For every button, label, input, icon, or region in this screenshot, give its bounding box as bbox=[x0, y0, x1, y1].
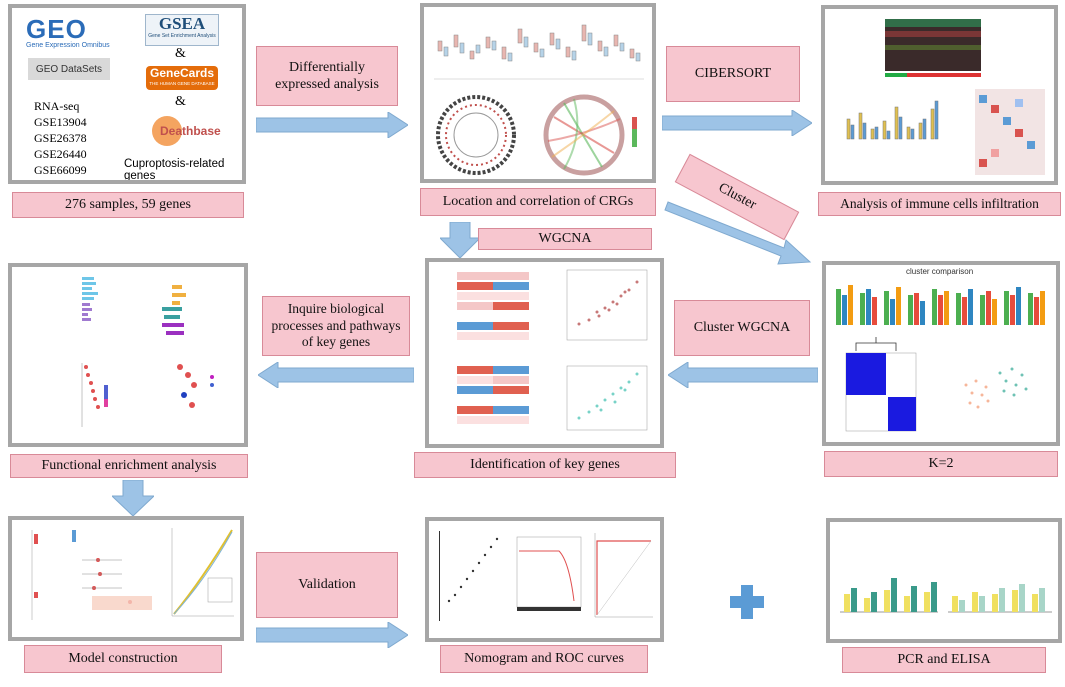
enrichment-label: Functional enrichment analysis bbox=[10, 454, 248, 478]
gse-item: GSE26378 bbox=[34, 131, 87, 145]
inquire-label: Inquire biological processes and pathway… bbox=[262, 296, 410, 356]
gse-item: GSE13904 bbox=[34, 115, 87, 129]
genecards-subtitle: THE HUMAN GENE DATABASE bbox=[149, 81, 215, 86]
nomogram-chart bbox=[439, 531, 653, 621]
model-label: Model construction bbox=[24, 645, 222, 673]
validation-label: Validation bbox=[256, 552, 398, 618]
rnaseq-label: RNA-seq bbox=[34, 99, 80, 113]
gsea-logo-text: GSEA bbox=[158, 14, 206, 33]
gse-item: GSE26440 bbox=[34, 147, 87, 161]
nomogram-panel bbox=[425, 517, 664, 642]
enrichment-panel bbox=[8, 263, 248, 447]
immune-label: Analysis of immune cells infiltration bbox=[818, 192, 1061, 216]
module-heatmap-chart bbox=[457, 269, 648, 431]
geo-logo: GEO Gene Expression Omnibus bbox=[26, 14, 116, 49]
arrow-down-icon bbox=[112, 480, 154, 516]
cluster-chart-title: cluster comparison bbox=[906, 267, 974, 276]
datasets-panel: GEO Gene Expression Omnibus GEO DataSets… bbox=[8, 4, 246, 184]
cuproptosis-label: Cuproptosis-related genes bbox=[124, 158, 225, 182]
cluster-chart bbox=[836, 285, 1045, 432]
geo-datasets-label: GEO DataSets bbox=[35, 63, 103, 75]
model-panel bbox=[8, 516, 244, 641]
immune-panel bbox=[821, 5, 1058, 185]
cibersort-label: CIBERSORT bbox=[666, 46, 800, 102]
gsea-logo: GSEA Gene Set Enrichment Analysis bbox=[145, 14, 219, 46]
nomogram-label: Nomogram and ROC curves bbox=[440, 645, 648, 673]
ampersand: & bbox=[175, 94, 186, 109]
enrichment-chart bbox=[81, 277, 214, 427]
geo-subtitle: Gene Expression Omnibus bbox=[26, 42, 110, 49]
genecards-logo: GeneCards THE HUMAN GENE DATABASE bbox=[146, 66, 218, 90]
cluster-wgcna-label: Cluster WGCNA bbox=[674, 300, 810, 356]
pcr-label: PCR and ELISA bbox=[842, 647, 1046, 673]
deathbase-logo: Deathbase bbox=[146, 114, 226, 154]
crg-location-label: Location and correlation of CRGs bbox=[420, 188, 656, 216]
key-genes-label: Identification of key genes bbox=[414, 452, 676, 478]
k2-label: K=2 bbox=[824, 451, 1058, 477]
arrow-diagonal-icon bbox=[664, 201, 812, 265]
cluster-panel: cluster comparison bbox=[822, 261, 1060, 446]
samples-label: 276 samples, 59 genes bbox=[12, 192, 244, 218]
immune-chart bbox=[846, 19, 1045, 175]
dataset-list: RNA-seq GSE13904 GSE26378 GSE26440 GSE66… bbox=[34, 98, 87, 178]
model-chart bbox=[31, 528, 234, 620]
boxplot-chart bbox=[434, 24, 644, 176]
arrow-right-icon bbox=[256, 622, 408, 648]
crg-location-panel bbox=[420, 3, 656, 183]
deathbase-logo-text: Deathbase bbox=[160, 124, 221, 138]
diff-expr-label: Differentially expressed analysis bbox=[256, 46, 398, 106]
pcr-chart bbox=[840, 578, 1052, 613]
gse-item: GSE66099 bbox=[34, 163, 87, 177]
genecards-logo-text: GeneCards bbox=[149, 66, 215, 80]
key-genes-panel bbox=[425, 258, 664, 448]
arrow-left-icon bbox=[668, 362, 818, 388]
arrow-right-icon bbox=[256, 112, 408, 138]
arrow-right-icon bbox=[662, 110, 812, 136]
geo-logo-text: GEO bbox=[26, 14, 87, 44]
wgcna-label: WGCNA bbox=[478, 228, 652, 250]
pcr-panel bbox=[826, 518, 1062, 643]
gsea-subtitle: Gene Set Enrichment Analysis bbox=[148, 33, 216, 39]
ampersand: & bbox=[175, 46, 186, 61]
arrow-down-icon bbox=[440, 222, 480, 258]
arrow-left-icon bbox=[258, 362, 414, 388]
plus-icon bbox=[730, 585, 764, 619]
geo-datasets-box: GEO DataSets bbox=[28, 58, 110, 80]
